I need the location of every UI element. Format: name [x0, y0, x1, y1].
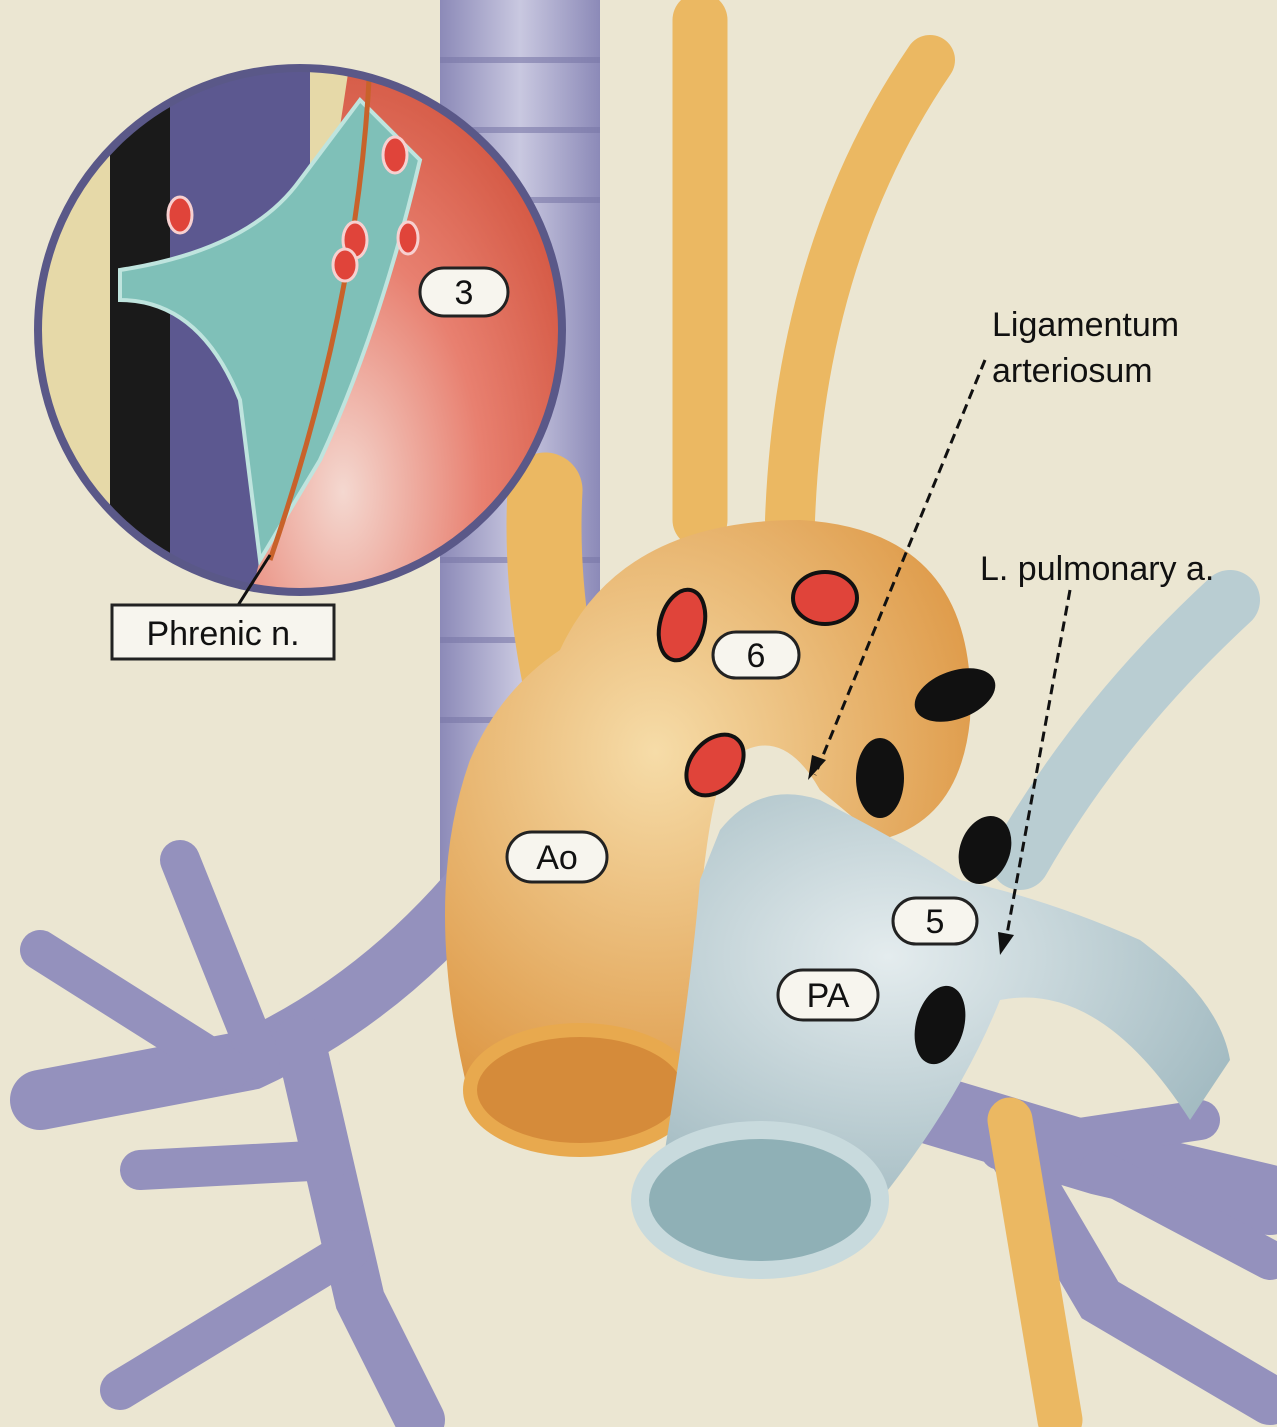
label-5: 5	[926, 903, 945, 941]
label-ligamentum-2: arteriosum	[992, 352, 1153, 390]
label-pulmonary-artery: PA	[807, 977, 850, 1015]
arrowhead	[998, 932, 1014, 955]
lymph-nodes-red	[656, 570, 859, 798]
label-phrenic-nerve: Phrenic n.	[146, 615, 299, 653]
label-6-pill	[711, 630, 801, 680]
aorta	[445, 520, 971, 1157]
label-pa-pill	[776, 968, 880, 1022]
arrowhead	[808, 755, 826, 780]
bronchial-tree	[10, 840, 1277, 1427]
label-left-pulmonary-artery: L. pulmonary a.	[980, 550, 1214, 588]
label-3: 3	[455, 274, 474, 312]
label-5-pill	[891, 896, 979, 946]
pointer-lines	[813, 359, 1072, 946]
lymph-nodes-black	[856, 668, 1012, 1065]
phrenic-label-box	[110, 603, 336, 661]
label-6: 6	[747, 637, 766, 675]
label-3-pill	[418, 266, 510, 318]
inset-magnified-view	[34, 64, 566, 596]
label-aorta: Ao	[536, 839, 578, 877]
label-ligamentum-1: Ligamentum	[992, 306, 1179, 344]
label-ao-pill	[505, 830, 609, 884]
phrenic-pointer	[233, 554, 272, 611]
